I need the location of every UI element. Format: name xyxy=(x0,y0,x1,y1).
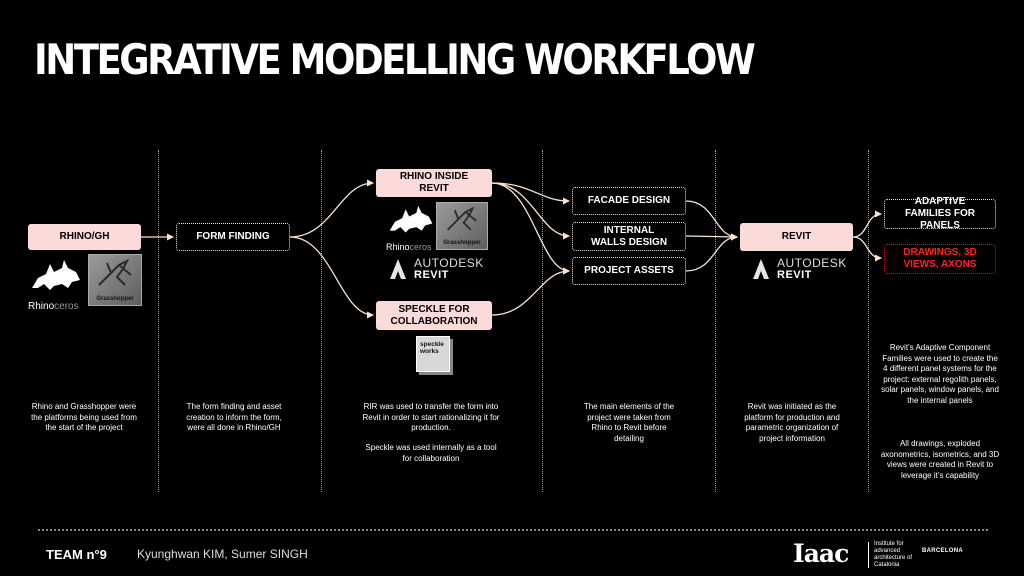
description-speckle: Speckle was used internally as a tool fo… xyxy=(365,443,497,463)
arrow-rir-to-assets xyxy=(491,182,570,275)
arrow-assets-to-revit xyxy=(685,233,738,272)
column-divider xyxy=(542,150,543,492)
node-rhino-gh: RHINO/GH xyxy=(28,224,141,250)
node-facade-design: FACADE DESIGN xyxy=(572,187,686,215)
column-divider xyxy=(715,150,716,492)
node-form-finding: FORM FINDING xyxy=(176,223,290,251)
node-internal-walls: INTERNAL WALLS DESIGN xyxy=(572,222,686,251)
description-form-finding: The form finding and asset creation to i… xyxy=(186,402,282,432)
column-divider xyxy=(321,150,322,492)
column-divider xyxy=(868,150,869,492)
description-adaptive-families: Revit’s Adaptive Component Families were… xyxy=(881,343,999,405)
grasshopper-icon xyxy=(446,206,477,231)
iaac-logo: Iaac xyxy=(793,539,849,568)
arrow-revit-to-families xyxy=(852,210,882,238)
team-members: Kyunghwan KIM, Sumer SINGH xyxy=(137,547,308,561)
team-label: TEAM n°9 xyxy=(46,547,107,562)
footer-divider xyxy=(38,529,988,531)
arrow-rir-to-facade xyxy=(491,182,570,205)
arrow-form-to-speckle xyxy=(289,236,374,319)
description-rhino-gh: Rhino and Grasshopper were the platforms… xyxy=(31,402,137,432)
node-rhino-inside-revit: RHINO INSIDE REVIT xyxy=(376,169,492,197)
node-speckle: SPECKLE FOR COLLABORATION xyxy=(376,301,492,330)
column-divider xyxy=(158,150,159,492)
node-project-assets: PROJECT ASSETS xyxy=(572,257,686,285)
arrow-facade-to-revit xyxy=(685,200,738,241)
arrow-form-to-rir xyxy=(289,179,374,238)
autodesk-icon xyxy=(753,259,769,279)
description-elements: The main elements of the project were ta… xyxy=(583,402,675,443)
grasshopper-logo: Grasshopper xyxy=(88,254,142,306)
rhinoceros-logo: Rhinoceros xyxy=(386,204,448,260)
institute-city: BARCELONA xyxy=(922,548,964,554)
rhinoceros-logo: Rhinoceros xyxy=(28,258,90,314)
autodesk-icon xyxy=(390,259,406,279)
grasshopper-logo: Grasshopper xyxy=(436,202,488,250)
description-rir: RIR was used to transfer the form into R… xyxy=(362,402,500,432)
rhino-icon xyxy=(32,260,80,290)
institute-name: Institute for advanced architecture of C… xyxy=(874,541,913,568)
arrow-revit-to-drawings xyxy=(852,236,882,262)
node-revit: REVIT xyxy=(740,223,853,251)
arrow-rir-to-walls xyxy=(491,182,570,240)
arrow-speckle-to-assets xyxy=(491,267,570,316)
arrow-walls-to-revit xyxy=(685,233,738,241)
logo-divider xyxy=(868,542,869,568)
rhino-icon xyxy=(389,205,433,233)
node-drawings: DRAWINGS, 3D VIEWS, AXONS xyxy=(884,244,996,274)
node-adaptive-families: ADAPTIVE FAMILIES FOR PANELS xyxy=(884,196,996,231)
description-revit: Revit was initiated as the platform for … xyxy=(744,402,840,443)
description-drawings: All drawings, exploded axonometrics, iso… xyxy=(880,439,1000,480)
grasshopper-icon xyxy=(98,258,132,286)
speckle-logo: speckle works xyxy=(416,336,450,372)
page-title: INTEGRATIVE MODELLING WORKFLOW xyxy=(34,36,756,85)
